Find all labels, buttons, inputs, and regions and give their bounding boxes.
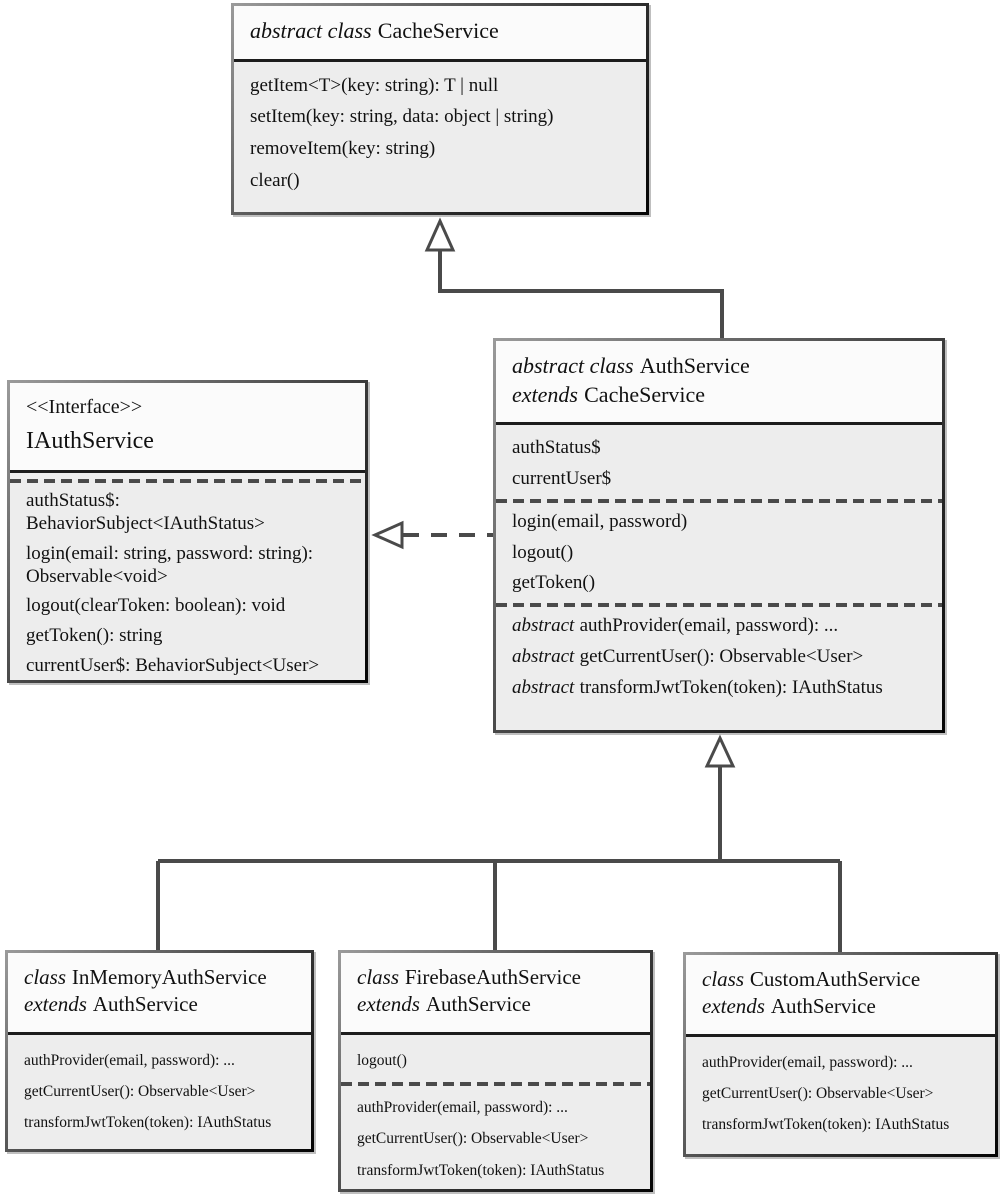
member-line: getCurrentUser(): Observable<User> [357, 1130, 589, 1148]
dashed-divider [496, 498, 942, 503]
member-line: getToken(): string [26, 625, 163, 647]
class-keyword: abstract class [250, 18, 372, 43]
class-name: CacheService [377, 18, 499, 43]
extends-name: CacheService [584, 381, 706, 407]
dashed-divider [496, 603, 942, 608]
member-line: currentUser$: BehaviorSubject<User> [26, 654, 320, 676]
class-name: CustomAuthService [749, 967, 921, 991]
class-keyword: class [702, 967, 744, 991]
class-members: getItem<T>(key: string): T | null setIte… [234, 62, 646, 210]
abstract-keyword: abstract [512, 615, 575, 637]
member-line: logout() [357, 1051, 407, 1069]
abstract-keyword: abstract [512, 645, 575, 667]
inheritance-triangle-icon [424, 217, 456, 252]
member-text: authProvider(email, password): ... [579, 615, 839, 637]
dashed-divider [341, 1081, 650, 1086]
member-line: getCurrentUser(): Observable<User> [24, 1082, 256, 1100]
member-line: authProvider(email, password): ... [702, 1053, 913, 1071]
extends-name: AuthService [425, 992, 531, 1017]
member-line: login(email, password) [512, 510, 688, 532]
member-line: clear() [250, 169, 300, 191]
interface-stereotype: <<Interface>> [26, 396, 143, 418]
member-line: getItem<T>(key: string): T | null [250, 74, 499, 96]
class-members: authProvider(email, password): ... getCu… [686, 1037, 995, 1154]
inheritance-line-authservice-cacheservice [438, 250, 724, 339]
member-line: transformJwtToken(token): IAuthStatus [24, 1114, 272, 1132]
abstract-keyword: abstract [512, 676, 575, 698]
member-line: transformJwtToken(token): IAuthStatus [702, 1116, 950, 1134]
class-members: logout() authProvider(email, password): … [341, 1035, 650, 1189]
member-line: getToken() [512, 572, 596, 594]
member-line: authProvider(email, password): ... [24, 1051, 235, 1069]
class-keyword: class [24, 965, 66, 989]
interface-header: <<Interface>> IAuthService [10, 383, 365, 474]
attribute-line: currentUser$ [512, 467, 612, 489]
class-keyword: abstract class [512, 353, 634, 378]
member-line: transformJwtToken(token): IAuthStatus [357, 1161, 605, 1179]
extends-keyword: extends [357, 992, 420, 1017]
extends-keyword: extends [512, 381, 578, 407]
member-line: authStatus$: BehaviorSubject<IAuthStatus… [26, 490, 265, 534]
class-name: FirebaseAuthService [404, 965, 581, 989]
member-line: logout(clearToken: boolean): void [26, 595, 286, 617]
interface-box-iauthservice: <<Interface>> IAuthService authStatus$: … [7, 380, 368, 683]
member-line: authProvider(email, password): ... [357, 1098, 568, 1116]
dashed-divider [10, 479, 365, 484]
inheritance-triangle-icon [704, 734, 736, 768]
member-text: getCurrentUser(): Observable<User> [579, 645, 864, 667]
extends-keyword: extends [24, 992, 87, 1017]
member-line: login(email: string, password: string): … [26, 542, 314, 587]
member-line: setItem(key: string, data: object | stri… [250, 106, 554, 128]
extends-name: AuthService [770, 994, 876, 1019]
extends-name: AuthService [92, 992, 198, 1017]
interface-name: IAuthService [26, 428, 154, 454]
inheritance-line-subclasses-authservice [156, 766, 842, 953]
class-keyword: class [357, 965, 399, 989]
class-name: AuthService [639, 353, 750, 378]
attribute-line: authStatus$ [512, 437, 601, 459]
interface-members: authStatus$: BehaviorSubject<IAuthStatus… [10, 473, 365, 680]
member-line: logout() [512, 541, 574, 563]
member-text: transformJwtToken(token): IAuthStatus [579, 676, 883, 698]
member-line: removeItem(key: string) [250, 138, 436, 160]
extends-keyword: extends [702, 994, 765, 1019]
realization-triangle-icon [371, 520, 404, 550]
class-members: authStatus$ currentUser$ login(email, pa… [496, 425, 942, 715]
class-name: InMemoryAuthService [71, 965, 267, 989]
member-line: getCurrentUser(): Observable<User> [702, 1084, 934, 1102]
class-members: authProvider(email, password): ... getCu… [8, 1035, 311, 1149]
